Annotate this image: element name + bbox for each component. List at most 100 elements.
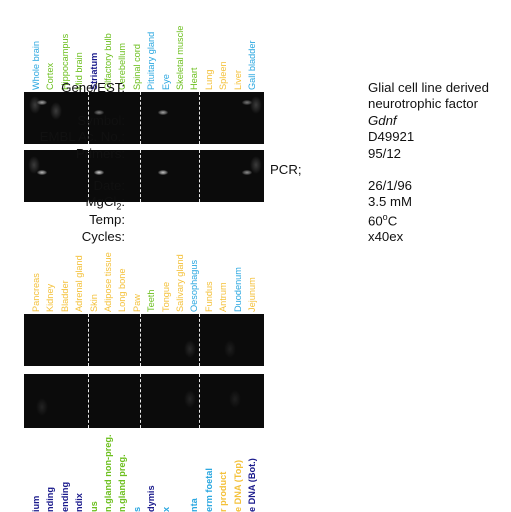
mgcl-key: MgCl2: — [86, 194, 125, 212]
gel-band — [229, 390, 241, 408]
lane-label: Long bone — [117, 268, 128, 312]
lane-label: Eye — [160, 74, 171, 90]
gel-panel-1 — [24, 92, 264, 144]
gel-band — [242, 100, 252, 105]
pcr-label: PCR; — [270, 162, 302, 177]
lane-label: n.gland non-preg. — [103, 434, 113, 512]
lane-label: Adrenal gland — [74, 255, 85, 312]
gel-panel-4 — [24, 374, 264, 428]
lane-label: Heart — [189, 67, 200, 90]
mgcl-subscript: 2 — [116, 201, 122, 212]
lane-separator — [199, 92, 200, 144]
lane-label: s — [131, 506, 142, 512]
primers-key: Primers: — [75, 146, 125, 161]
lane-label: Skin — [88, 294, 99, 312]
lane-label: us — [88, 501, 99, 512]
symbol-value: Gdnf — [368, 113, 397, 128]
lane-label: Tongue — [160, 281, 171, 312]
cycles-key: Cycles: — [81, 229, 125, 244]
embl-value: D49921 — [368, 129, 415, 144]
lane-separator — [140, 314, 141, 366]
mgcl-value: 3.5 mM — [368, 194, 412, 209]
lane-label: Adipose tissue — [103, 252, 113, 312]
gel-band — [50, 102, 62, 120]
lane-label: Antrum — [218, 282, 229, 312]
lane-label: Whole brain — [31, 40, 41, 90]
gel-band — [94, 170, 104, 175]
degree-sign: o — [382, 212, 388, 222]
gel-band — [29, 96, 41, 114]
lane-separator — [88, 374, 89, 428]
lane-label: Pituitary gland — [146, 31, 157, 90]
lane-label: Duodenum — [232, 267, 243, 312]
gel-band — [184, 340, 196, 358]
gel-panel-2 — [24, 150, 264, 202]
lane-label: e DNA (Bot.) — [247, 458, 257, 512]
gel-band — [242, 170, 252, 175]
lane-separator — [88, 314, 89, 366]
mgcl-key-text: MgCl — [85, 194, 117, 209]
lane-label: Pancreas — [31, 273, 41, 312]
temp-unit: C — [387, 213, 398, 229]
lane-label: Spinal cord — [131, 44, 142, 90]
lane-separator — [199, 150, 200, 202]
gel-panel-3 — [24, 314, 264, 366]
lane-label: Oesophagus — [189, 259, 200, 312]
lane-separator — [88, 92, 89, 144]
lane-label: dymis — [146, 485, 157, 512]
embl-key: EMBL Ac. No.: — [39, 129, 125, 144]
gel-band — [184, 390, 196, 408]
lane-label: Gall bladder — [247, 40, 257, 90]
lane-label: erm foetal — [203, 468, 214, 512]
lane-label: ending — [59, 481, 70, 512]
lane-label: Lung — [203, 69, 214, 90]
lane-label: e DNA (Top) — [232, 459, 243, 512]
lane-label: Kidney — [45, 283, 56, 312]
gel-band — [250, 156, 262, 174]
gel-band — [28, 156, 40, 174]
gel-band — [36, 398, 48, 416]
lane-label: Spleen — [218, 61, 229, 90]
temp-value: 60oC — [368, 212, 397, 228]
lane-separator — [88, 150, 89, 202]
lane-label: nta — [189, 498, 200, 512]
lane-label: Bladder — [59, 280, 70, 312]
lane-label: ndix — [74, 493, 85, 512]
temp-key: Temp: — [89, 212, 125, 227]
lane-label: Jejunum — [247, 277, 257, 312]
date-value: 26/1/96 — [368, 178, 412, 193]
gene-key: Gene/EST: — [61, 80, 125, 95]
gel-band — [158, 110, 168, 115]
gel-band — [224, 340, 236, 358]
gel-band — [37, 170, 47, 175]
gel-band — [37, 100, 47, 105]
primers-value: 95/12 — [368, 146, 402, 161]
lane-label: n.gland preg. — [117, 454, 128, 512]
lane-label: Liver — [232, 70, 243, 90]
lane-separator — [199, 314, 200, 366]
mgcl-colon: : — [121, 194, 125, 209]
lane-label: Salivary gland — [175, 254, 185, 312]
lane-label: Skeletal muscle — [175, 25, 185, 90]
lane-label: Teeth — [146, 289, 157, 312]
lane-separator — [140, 374, 141, 428]
cycles-value: x40ex — [368, 229, 404, 244]
gel-band — [158, 170, 168, 175]
gene-value: Glial cell line derived — [368, 80, 489, 95]
gene-value-line-2: neurotrophic factor — [368, 96, 478, 111]
temp-number: 60 — [368, 213, 383, 229]
gel-band — [250, 96, 262, 114]
lane-label: x — [160, 506, 171, 512]
lane-label: Paw — [131, 294, 142, 312]
lane-label: r product — [218, 471, 229, 512]
lane-separator — [140, 150, 141, 202]
lane-label: Cortex — [45, 62, 56, 90]
date-key: Date: — [93, 178, 125, 193]
lane-label: ium — [31, 495, 41, 512]
lane-separator — [199, 374, 200, 428]
gel-band — [94, 110, 104, 115]
lane-separator — [140, 92, 141, 144]
